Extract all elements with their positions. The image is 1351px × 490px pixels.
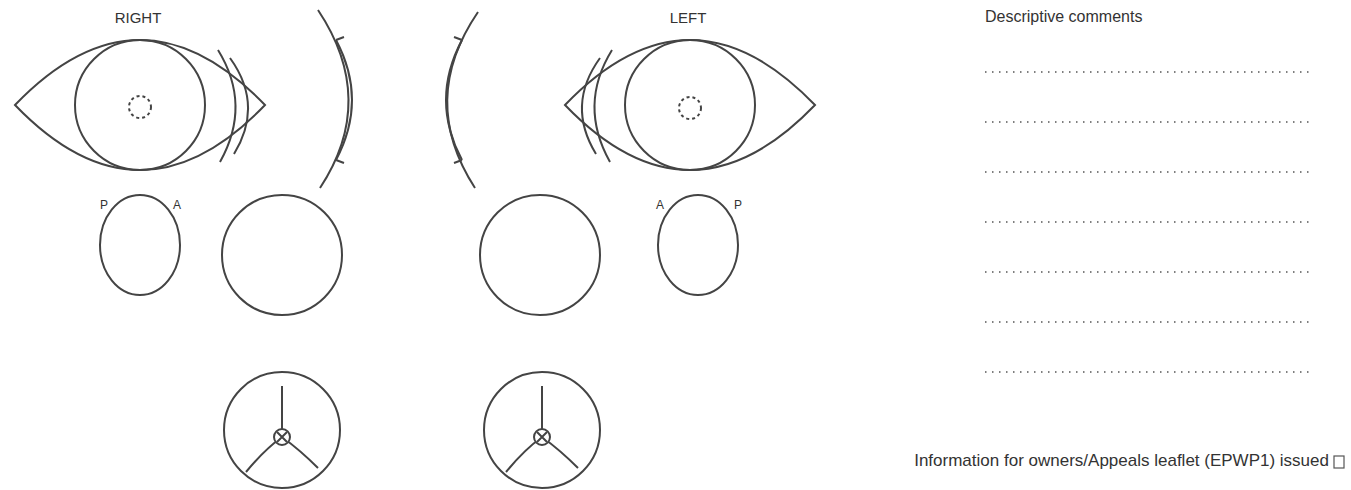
right-pupil xyxy=(129,96,151,118)
left-cornea-inner xyxy=(446,37,462,163)
lens-pole-letter: P xyxy=(100,199,108,212)
right-fundus xyxy=(224,372,340,488)
left-iris xyxy=(625,40,755,170)
left-third-eyelid-edge xyxy=(582,58,600,154)
issued-checkbox xyxy=(1334,456,1344,468)
right-optic-disc xyxy=(274,429,290,445)
left-optic-disc xyxy=(534,429,550,445)
left-pupil xyxy=(679,97,701,119)
right-cornea-profile xyxy=(318,10,349,188)
left-disc-mark xyxy=(537,432,547,442)
left-eyelids xyxy=(565,40,815,170)
leaflet-note: Information for owners/Appeals leaflet (… xyxy=(914,452,1329,471)
right-cornea-inner xyxy=(336,37,352,163)
comment-line xyxy=(985,221,1312,223)
right-vessels xyxy=(246,386,318,472)
right-lens-profile xyxy=(100,195,180,295)
right-third-eyelid xyxy=(218,50,236,162)
lens-pole-letter: A xyxy=(656,199,664,212)
right-iris xyxy=(75,40,205,170)
left-cornea-profile xyxy=(447,12,478,188)
comment-lines xyxy=(985,72,1312,372)
comments-heading: Descriptive comments xyxy=(985,8,1142,26)
comment-line xyxy=(985,271,1312,273)
left-lens-front xyxy=(480,195,600,315)
right-third-eyelid-edge xyxy=(230,58,248,154)
eye-side-label: RIGHT xyxy=(115,10,162,27)
comment-line xyxy=(985,371,1312,373)
lens-pole-letter: P xyxy=(734,199,742,212)
right-disc-mark xyxy=(277,432,287,442)
right-eyelids xyxy=(15,40,265,170)
comment-line xyxy=(985,121,1312,123)
comment-line xyxy=(985,171,1312,173)
lens-pole-letter: A xyxy=(173,199,181,212)
left-vessels xyxy=(506,386,578,472)
left-lens-profile xyxy=(658,195,738,295)
eye-side-label: LEFT xyxy=(670,10,707,27)
comment-line xyxy=(985,71,1312,73)
right-lens-front xyxy=(222,195,342,315)
comment-line xyxy=(985,321,1312,323)
left-third-eyelid xyxy=(594,50,612,162)
left-fundus xyxy=(484,372,600,488)
